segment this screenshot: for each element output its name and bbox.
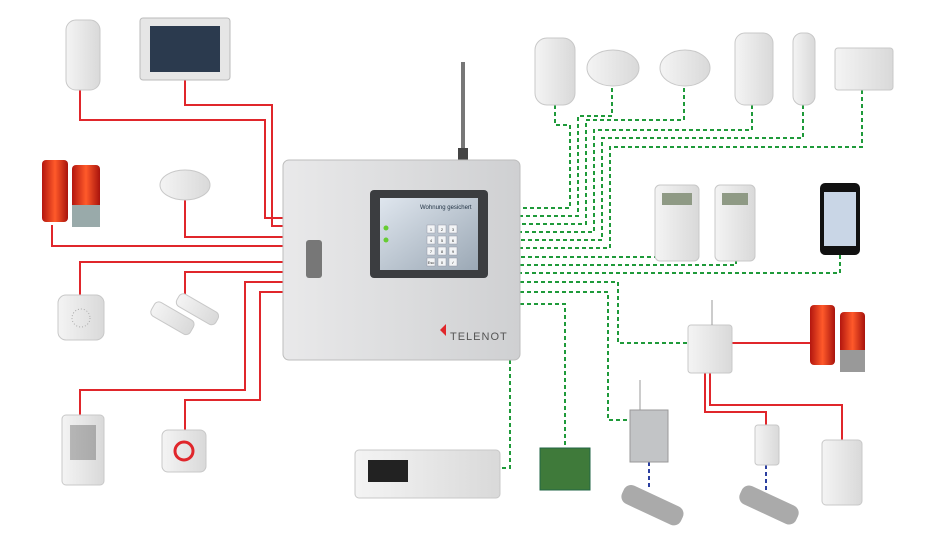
screen-key-label: ✓: [451, 260, 454, 265]
input-module: [754, 424, 780, 466]
radio-hub: [687, 324, 733, 374]
keypad-left-keys: [70, 425, 96, 460]
magnetic-contact-1: [150, 301, 195, 336]
link-wireless-box: [520, 90, 863, 249]
link-remote-1: [520, 256, 677, 260]
smoke-detector-left: [159, 169, 211, 201]
screen-key-label: 2: [441, 227, 444, 232]
motion-detector-right: [534, 37, 576, 106]
siren-right-1: [810, 305, 835, 365]
wire-keypad-left: [79, 281, 283, 415]
lock-cylinder-2: [739, 485, 799, 525]
screen-message: Wohnung gesichert: [420, 205, 472, 211]
remote-1-display: [662, 193, 692, 205]
screen-key-label: 7: [430, 249, 433, 254]
link-remote-2: [520, 260, 737, 266]
link-smoke-1: [520, 88, 613, 217]
smartphone-screen: [824, 192, 856, 246]
wire-siren-left: [51, 225, 283, 247]
remote-2-display: [722, 193, 748, 205]
screen-key-label: 1: [430, 227, 433, 232]
wire-contacts: [184, 271, 283, 300]
circuit-board: [539, 447, 591, 491]
link-phone: [520, 255, 841, 274]
link-hub: [520, 281, 688, 344]
screen-key-label: Esc: [428, 260, 435, 265]
touch-keypad-screen: [150, 26, 220, 72]
motion-detector-right-2: [734, 32, 774, 106]
keypad-right: [821, 439, 863, 506]
link-magnet: [520, 105, 804, 241]
right-devices: [354, 32, 894, 526]
link-long-keypad: [500, 360, 511, 469]
link-motion-right: [520, 105, 571, 209]
screen-key-label: 9: [452, 249, 455, 254]
wire-touch-keypad: [184, 80, 283, 227]
wireless-module: [834, 47, 894, 91]
wire-hub-keypad: [709, 372, 843, 440]
wireless-magnet-contact: [792, 32, 816, 106]
emergency-button: [161, 429, 207, 473]
lock-cylinder-1: [621, 485, 684, 526]
sounder-grille: [71, 308, 91, 328]
left-devices: [42, 17, 231, 486]
wire-smoke-left: [184, 200, 283, 238]
screen-key-label: 8: [441, 249, 444, 254]
radio-connections: [500, 88, 863, 490]
screen-key-label: 6: [452, 238, 455, 243]
screen-key-label: 0: [441, 260, 444, 265]
link-pcb: [520, 303, 566, 450]
screen-key-label: 3: [452, 227, 455, 232]
screen-keypad[interactable]: [426, 224, 458, 267]
link-motion-2: [520, 105, 753, 233]
brand-logo: TELENOT: [450, 331, 508, 343]
wired-connections: [51, 80, 843, 440]
link-smoke-2: [520, 88, 685, 225]
smoke-detector-2: [659, 49, 711, 87]
keypad-long-display: [368, 460, 408, 482]
siren-left-1: [42, 160, 68, 222]
siren-left-base: [72, 205, 100, 227]
siren-right-base: [840, 350, 865, 372]
status-led-1: [383, 225, 389, 231]
panel-latch: [306, 240, 322, 278]
status-led-2: [383, 237, 389, 243]
screen-key-label: 5: [441, 238, 444, 243]
screen-key-label: 4: [430, 238, 433, 243]
lock-receiver: [629, 409, 669, 463]
brand-logo-mark: [440, 324, 446, 336]
sounder: [57, 294, 105, 341]
wire-sounder: [79, 261, 283, 295]
emergency-button-icon: [173, 440, 195, 462]
keypad-left: [61, 414, 105, 486]
smoke-detector-1: [586, 49, 640, 87]
motion-detector-left: [65, 19, 101, 91]
link-lock-receiver: [520, 291, 630, 421]
antenna-base: [458, 148, 468, 162]
alarm-control-panel: Wohnung gesichert TELENOT: [282, 62, 521, 361]
wire-button: [184, 291, 283, 430]
wire-hub-box: [704, 372, 767, 425]
magnetic-contact-2: [175, 293, 220, 326]
